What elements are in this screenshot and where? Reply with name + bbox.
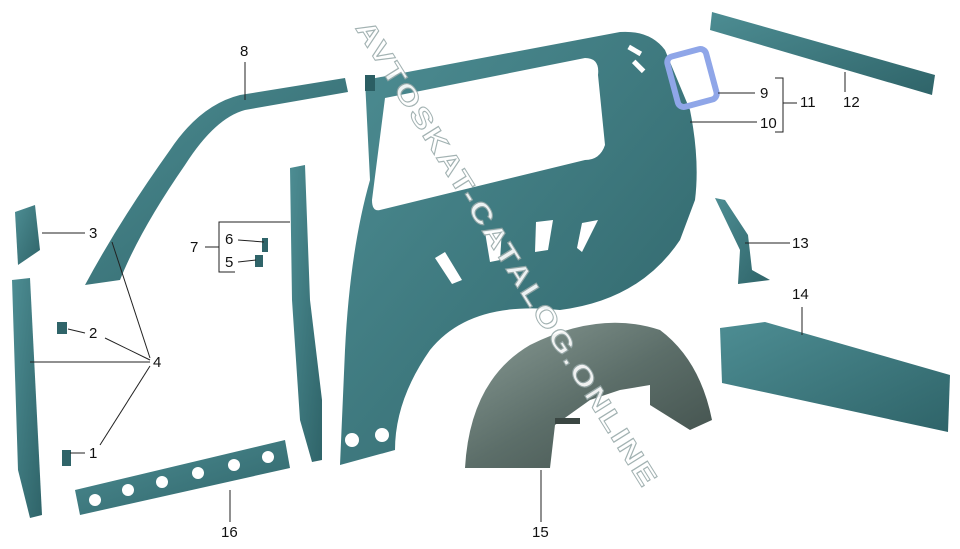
rear-bracket[interactable]	[715, 198, 770, 284]
callout-16: 16	[221, 524, 238, 541]
rear-roof-rail[interactable]	[710, 12, 935, 95]
leader-lines	[30, 62, 846, 522]
callout-4: 4	[153, 354, 162, 371]
callout-10: 10	[760, 115, 777, 132]
callout-8: 8	[240, 43, 249, 60]
vent-grille[interactable]	[664, 46, 720, 110]
pillar-upper[interactable]	[15, 205, 40, 265]
bracket-small[interactable]	[57, 322, 67, 334]
panel-tab	[365, 75, 375, 91]
callout-15: 15	[532, 524, 549, 541]
bracket-5[interactable]	[255, 255, 263, 267]
bracket-6[interactable]	[262, 238, 268, 252]
callout-1: 1	[89, 445, 98, 462]
rear-lower-panel[interactable]	[720, 322, 950, 432]
sill-reinforcement[interactable]	[75, 440, 290, 515]
bracket-lower[interactable]	[62, 450, 71, 466]
sill-panel[interactable]	[12, 278, 42, 518]
callout-12: 12	[843, 94, 860, 111]
callout-7: 7	[190, 239, 199, 256]
callout-11: 11	[800, 94, 816, 111]
callout-6: 6	[225, 231, 234, 248]
callout-5: 5	[225, 254, 234, 271]
callout-3: 3	[89, 225, 98, 242]
callout-14: 14	[792, 286, 809, 303]
quarter-panel[interactable]	[340, 31, 697, 466]
roof-side-rail[interactable]	[85, 78, 348, 285]
panel-holes	[345, 44, 646, 447]
callout-9: 9	[760, 85, 769, 102]
callout-2: 2	[89, 325, 98, 342]
wheel-arch-liner[interactable]	[465, 322, 712, 468]
b-pillar[interactable]	[290, 165, 322, 462]
callout-13: 13	[792, 235, 809, 252]
reinforcement-holes	[89, 451, 274, 506]
liner-clip	[555, 418, 580, 424]
